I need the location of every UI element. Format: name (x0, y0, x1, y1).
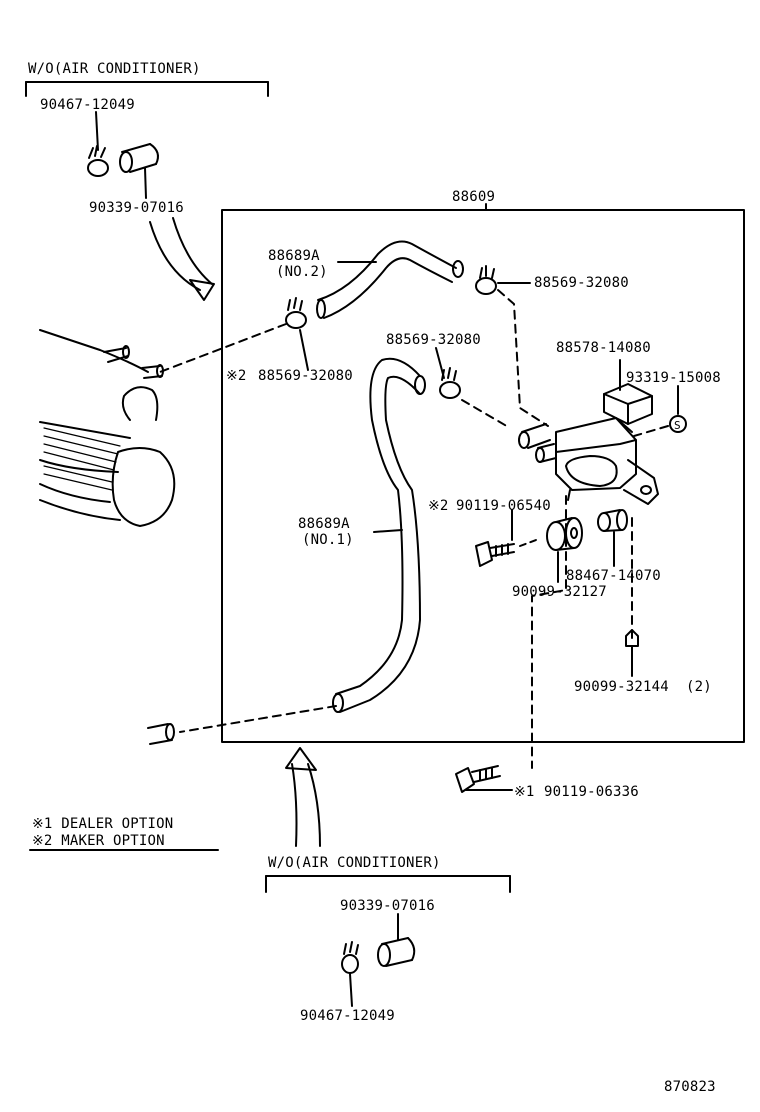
clamp-top-right-drawing (475, 265, 549, 427)
pipe-bottom-left-drawing (147, 723, 175, 745)
collar-drawing (597, 509, 633, 641)
grommet-label: 90099-32127 (512, 584, 607, 600)
hose-no2-part-label: 88689A (268, 248, 320, 264)
collar-label: 88467-14070 (566, 568, 661, 584)
bolt-dealer-marker: ※1 (514, 784, 535, 800)
bolt-dealer-label: 90119-06336 (544, 784, 639, 800)
bolt-dealer-drawing (455, 765, 513, 793)
top-group-bracket (25, 81, 269, 97)
nut-qty-label: (2) (686, 679, 712, 695)
hose-top-left-drawing (119, 143, 159, 199)
legend-dealer-option: ※1 DEALER OPTION (32, 816, 174, 832)
hose-bottom-label: 90339-07016 (340, 898, 435, 914)
valve-label: 88578-14080 (556, 340, 651, 356)
legend-maker-option: ※2 MAKER OPTION (32, 833, 165, 849)
bottom-arrow (285, 747, 321, 847)
hose-no2-drawing (316, 240, 464, 319)
reference-number: 870823 (664, 1079, 716, 1095)
clamp-left-marker: ※2 (226, 368, 247, 384)
nut-drawing (625, 629, 639, 677)
connector-drawing: S (603, 383, 687, 437)
clamp-left-drawing (159, 297, 309, 373)
clamp-mid-drawing (435, 347, 511, 429)
hose-no1-part-label: 88689A (298, 516, 350, 532)
nut-label: 90099-32144 (574, 679, 669, 695)
clip-bottom-label: 90467-12049 (300, 1008, 395, 1024)
hose-top-left-label: 90339-07016 (89, 200, 184, 216)
hose-bottom-drawing (377, 913, 416, 967)
assembly-label: 88609 (452, 189, 496, 205)
clip-bottom-drawing (341, 941, 359, 1007)
hose-no1-suffix-label: (NO.1) (302, 532, 354, 548)
assembly-box (221, 209, 745, 743)
hose-no1-drawing (179, 357, 426, 733)
bolt-maker-label: 90119-06540 (456, 498, 551, 514)
engine-drawing (39, 329, 176, 527)
clamp-left-label: 88569-32080 (258, 368, 353, 384)
clamp-mid-label: 88569-32080 (386, 332, 481, 348)
engine-hatching (43, 427, 121, 491)
clip-top-left-label: 90467-12049 (40, 97, 135, 113)
hose-no2-suffix-label: (NO.2) (276, 264, 328, 280)
top-arrow (149, 217, 215, 301)
bolt-maker-marker: ※2 (428, 498, 449, 514)
valve-drawing (518, 417, 659, 505)
svg-text:S: S (674, 419, 681, 432)
connector-label: 93319-15008 (626, 370, 721, 386)
bottom-group-bracket (265, 875, 511, 893)
clamp-top-right-label: 88569-32080 (534, 275, 629, 291)
clip-top-left-drawing (87, 111, 109, 177)
bolt-maker-drawing (475, 509, 515, 567)
top-group-label: W/O(AIR CONDITIONER) (28, 61, 201, 77)
bottom-group-label: W/O(AIR CONDITIONER) (268, 855, 441, 871)
